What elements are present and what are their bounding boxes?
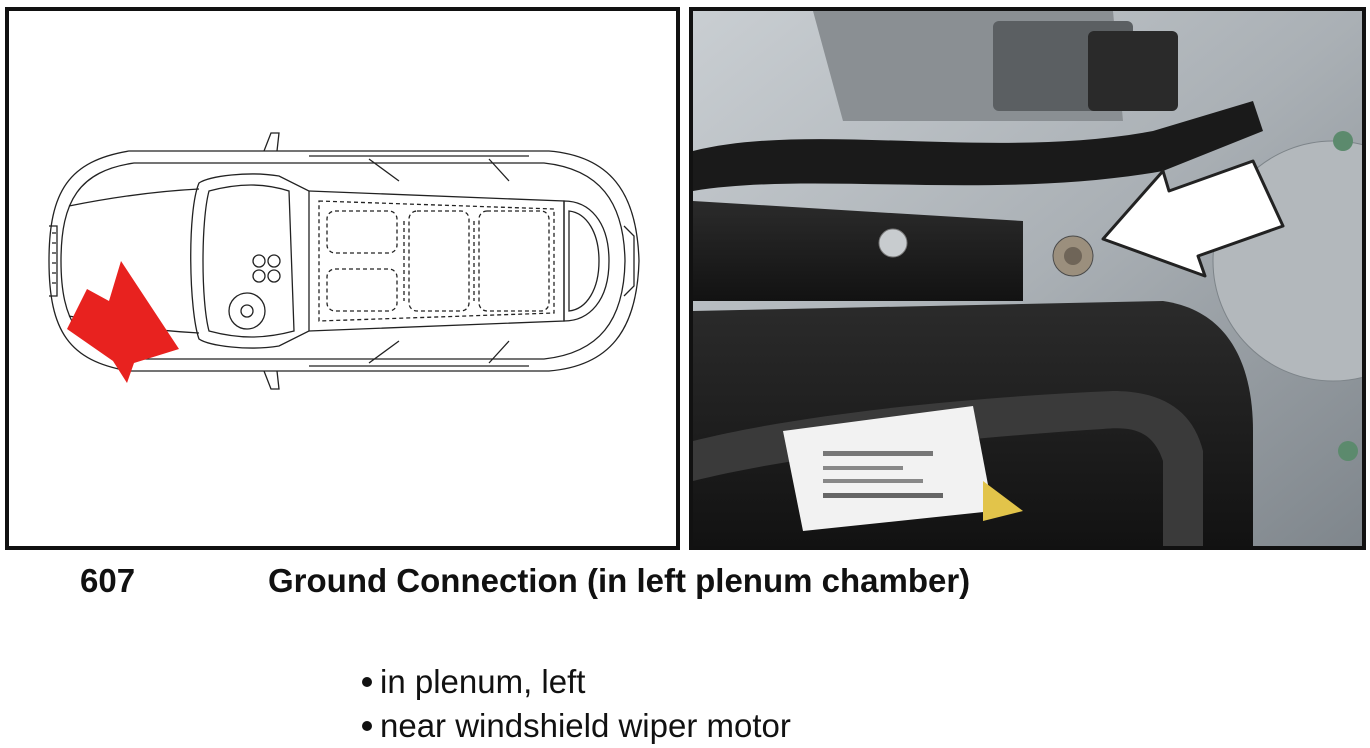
vehicle-location-diagram: [5, 7, 680, 550]
bullet-icon: [362, 677, 372, 687]
component-title: Ground Connection (in left plenum chambe…: [268, 562, 971, 599]
car-top-view-icon: [48, 132, 640, 390]
list-item-text: near windshield wiper motor: [380, 707, 791, 744]
red-arrow-icon: [67, 261, 179, 383]
bullet-icon: [362, 721, 372, 731]
list-item-text: in plenum, left: [380, 663, 586, 700]
list-item: in plenum, left: [362, 660, 791, 704]
engine-bay-photo-illustration: [693, 11, 1362, 546]
engine-bay-photo: [689, 7, 1366, 550]
battery-label: [783, 406, 993, 531]
white-arrow-icon: [1101, 159, 1285, 278]
component-code: 607: [80, 562, 136, 599]
location-list: in plenum, left near windshield wiper mo…: [362, 660, 791, 748]
list-item: near windshield wiper motor: [362, 704, 791, 748]
